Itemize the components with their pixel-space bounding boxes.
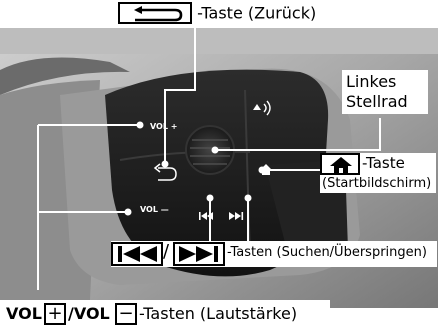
left-wheel-label-line2: Stellrad — [346, 92, 408, 111]
back-arrow-icon — [153, 163, 177, 181]
back-arrow-icon — [118, 2, 192, 24]
svg-text:VOL +: VOL + — [150, 122, 177, 131]
leader-lines — [37, 27, 381, 290]
vol-prefix: VOL — [6, 304, 42, 323]
plus-icon: + — [44, 303, 66, 325]
seek-forward-icon — [173, 242, 225, 266]
voice-command-icon — [253, 100, 271, 116]
volume-buttons-label: -Tasten (Lautstärke) — [139, 304, 298, 323]
home-button-label-line2: (Startbildschirm) — [322, 176, 432, 191]
leader-dots — [124, 121, 266, 216]
vol-separator: /VOL — [68, 304, 110, 323]
minus-icon: − — [115, 303, 137, 325]
seek-back-icon — [111, 242, 163, 266]
seek-buttons-callout: / -Tasten (Suchen/Überspringen) — [111, 241, 437, 267]
seek-forward-icon — [229, 212, 244, 220]
volume-buttons-callout: VOL + /VOL − -Tasten (Lautstärke) — [0, 300, 330, 328]
home-icon — [320, 153, 360, 175]
left-wheel-callout: Linkes Stellrad — [342, 70, 428, 114]
home-button-label-line1: -Taste — [362, 154, 405, 172]
back-button-label: -Taste (Zurück) — [197, 3, 317, 23]
back-button-callout: -Taste (Zurück) — [118, 2, 321, 26]
svg-text:VOL —: VOL — — [140, 205, 169, 214]
left-wheel-label-line1: Linkes — [346, 72, 397, 91]
home-button-callout: -Taste (Startbildschirm) — [320, 153, 436, 193]
steering-rim — [0, 57, 130, 95]
seek-buttons-label: -Tasten (Suchen/Überspringen) — [227, 245, 427, 260]
